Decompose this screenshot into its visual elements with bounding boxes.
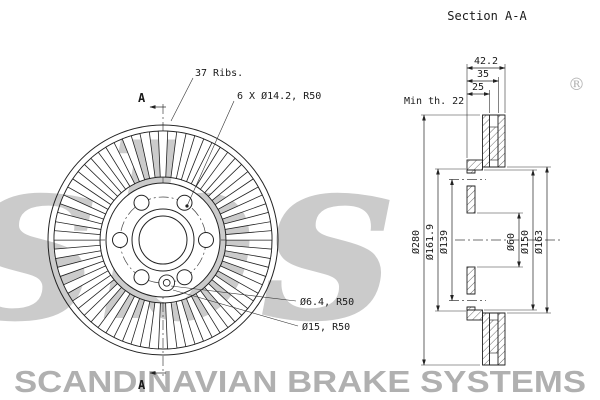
- rib: [130, 299, 151, 348]
- rib: [180, 135, 205, 183]
- rib: [211, 274, 254, 310]
- rib: [195, 290, 229, 334]
- pin-counterbore-leader-line: [172, 289, 299, 327]
- pin-hole-circle: [162, 278, 171, 287]
- rib: [219, 194, 267, 220]
- hat-wall-bottom-b: [466, 266, 476, 295]
- dim-plate-width: 25: [472, 82, 484, 93]
- rib: [97, 290, 131, 334]
- leader-dot: [185, 204, 189, 208]
- rib: [63, 265, 109, 294]
- bolt-hole: [133, 269, 150, 286]
- bolt-holes-leader-line: [186, 100, 235, 207]
- bolt-hole: [133, 194, 150, 211]
- rib: [59, 194, 107, 220]
- section-solids: [466, 114, 506, 366]
- rib: [77, 163, 119, 202]
- ribs-group: [53, 130, 273, 350]
- rib: [105, 142, 136, 187]
- bolt-hole: [176, 269, 193, 286]
- rib: [175, 299, 196, 348]
- bolt-hole: [112, 232, 128, 248]
- hat-bridge-bottom: [466, 309, 483, 321]
- rib: [223, 211, 271, 230]
- pin-counterbore-label: Ø15, R50: [302, 321, 350, 333]
- dim-mid-width: 35: [477, 69, 489, 80]
- rib: [55, 211, 103, 230]
- rib: [67, 178, 112, 210]
- left-plate-top: [482, 114, 490, 168]
- section-view: Section A-A: [404, 9, 562, 366]
- rib: [217, 265, 263, 294]
- section-marker-top: A: [138, 91, 146, 105]
- rib: [157, 130, 169, 178]
- dim-bolt-circle: Ø139: [438, 230, 450, 254]
- rib: [170, 131, 187, 179]
- dim-ring-inner: Ø163: [533, 230, 545, 254]
- rib: [224, 244, 273, 260]
- min-thickness-label: Min th. 22: [404, 96, 464, 107]
- rib: [165, 302, 178, 350]
- registered-trademark-icon: ®: [568, 75, 585, 95]
- rib: [185, 295, 213, 342]
- bolt-hole: [176, 194, 193, 211]
- dim-outer-diameter: Ø280: [410, 230, 422, 254]
- rib: [204, 282, 243, 323]
- right-plate-top: [497, 114, 506, 168]
- center-bore-circle: [138, 215, 188, 265]
- front-view: 37 Ribs. 6 X Ø14.2, R50 Ø6.4, R50 Ø15, R…: [47, 68, 354, 392]
- hat-bridge-top: [466, 159, 483, 171]
- disc-outer-circle: [47, 124, 279, 356]
- bolt-holes-label: 6 X Ø14.2, R50: [237, 90, 321, 102]
- left-plate-bottom: [482, 312, 490, 366]
- rib: [121, 135, 146, 183]
- section-marker-bottom: A: [138, 378, 146, 392]
- rib: [56, 255, 105, 277]
- rib: [113, 295, 141, 342]
- hat-wall-top-b: [466, 185, 476, 214]
- rib: [221, 255, 270, 277]
- bolt-hole: [198, 232, 214, 248]
- rib: [225, 230, 273, 241]
- pin-hole-label: Ø6.4, R50: [300, 296, 354, 308]
- dim-overall-width: 42.2: [474, 56, 498, 67]
- section-title: Section A-A: [447, 9, 527, 23]
- banner-watermark: SCANDINAVIAN BRAKE SYSTEMS: [14, 364, 586, 399]
- dim-center-bore: Ø60: [505, 233, 517, 251]
- rib: [214, 178, 259, 210]
- right-plate-bottom: [497, 312, 506, 366]
- pin-hole-leader-line: [170, 285, 297, 302]
- bolt-holes-group: [112, 194, 214, 286]
- ribs-label: 37 Ribs.: [195, 68, 243, 79]
- rib: [90, 151, 127, 194]
- ribs-leader-line: [170, 77, 194, 122]
- dim-register-diameter: Ø161.9: [424, 224, 436, 260]
- rib: [72, 274, 115, 310]
- rib: [199, 151, 236, 194]
- rib: [139, 131, 156, 179]
- rib: [83, 282, 122, 323]
- vane-bottom: [489, 319, 499, 354]
- rib: [53, 244, 102, 260]
- rib: [148, 302, 161, 350]
- rib: [207, 163, 249, 202]
- dim-hat-inner: Ø150: [519, 230, 531, 254]
- rib: [53, 230, 101, 241]
- vane-top: [489, 126, 499, 161]
